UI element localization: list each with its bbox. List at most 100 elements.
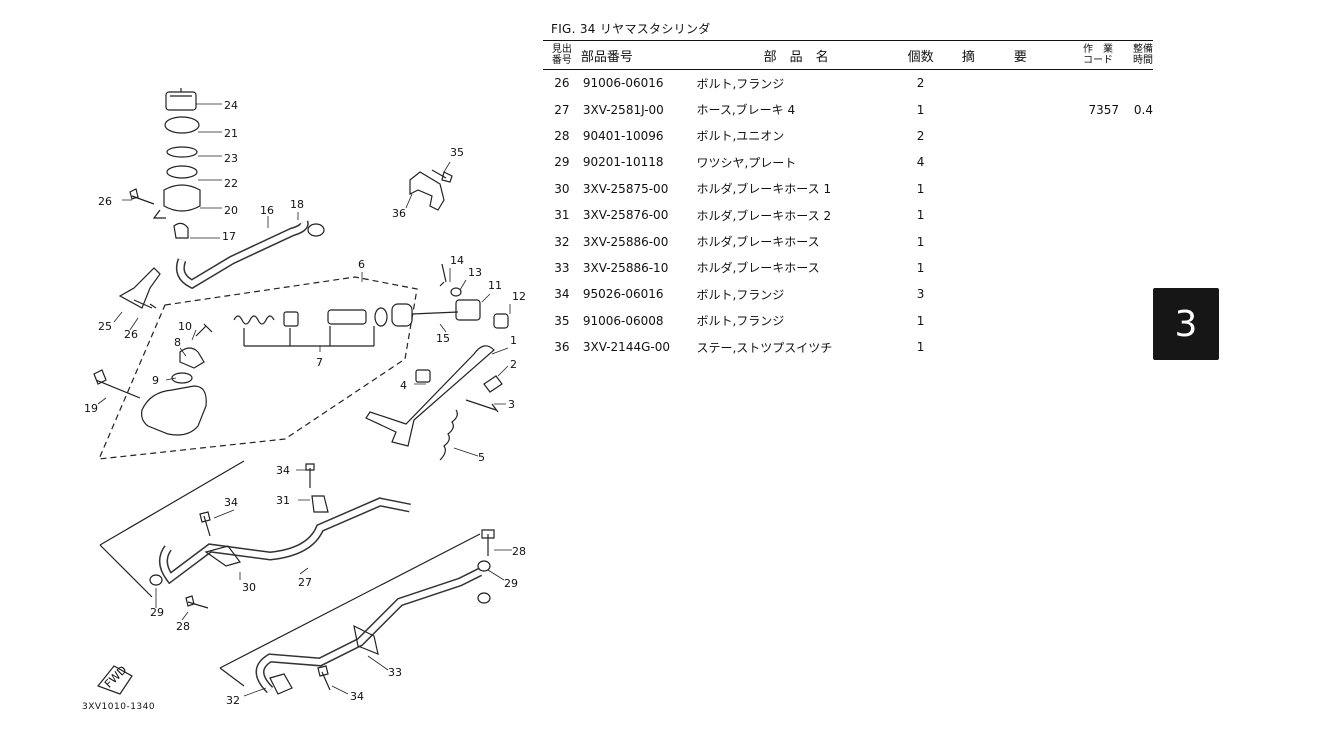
reservoir-plate [166,146,198,158]
cell-rem [945,334,1043,360]
holder-bolt-34a [305,463,315,488]
cell-rem [945,281,1043,307]
cell-pno: 3XV-25886-00 [582,234,669,249]
header-labor-time: 整備 時間 [1119,40,1153,70]
callout-28b: 28 [176,620,190,633]
return-spring [439,409,458,461]
header-qty: 個数 [895,40,946,70]
bracket-lines [243,326,375,347]
link-lines [99,460,481,687]
cell-name: ホルダ,ブレーキホース 2 [696,208,832,223]
cell-num: 26 [554,76,570,91]
callout-12: 12 [512,290,526,303]
callout-1: 1 [510,334,517,347]
callout-3: 3 [508,398,515,411]
washer-29a [149,574,163,586]
callout-29a: 29 [504,577,518,590]
callout-7: 7 [316,356,323,369]
stay-bolt [431,169,453,183]
clevis-washer [450,287,462,297]
callout-35: 35 [450,146,464,159]
callout-28a: 28 [512,545,526,558]
cell-name: ボルト,フランジ [696,76,785,91]
reservoir-bracket [118,267,161,309]
header-part-name: 部 品 名 [696,40,896,70]
cell-rem [945,228,1043,254]
cell-time [1119,202,1153,228]
cell-num: 30 [554,181,570,196]
callout-2: 2 [510,358,517,371]
header-work-code: 作 業 コード [1043,40,1120,70]
hose-holder-30 [204,545,242,567]
cell-pno: 3XV-2144G-00 [582,340,670,355]
cell-pno: 3XV-25886-10 [582,260,669,275]
cell-num: 34 [554,287,570,302]
reservoir-seal [166,165,198,179]
table-row: 34 95026-06016 ボルト,フランジ 3 [543,281,1153,307]
cell-time [1119,149,1153,175]
cell-num: 32 [554,234,570,249]
cell-time [1119,228,1153,254]
assembly-outline [98,276,418,460]
parts-table: 見出 番号 部品番号 部 品 名 個数 摘 要 作 業 コード 整備 時間 26… [543,40,1153,360]
callout-34a: 34 [276,464,290,477]
callout-21: 21 [224,127,238,140]
hose-holder-32 [269,673,293,695]
cell-num: 29 [554,155,570,170]
callout-36: 36 [392,207,406,220]
fwd-arrow [97,665,133,695]
header-ref-no: 見出 番号 [543,40,581,70]
cell-name: ワツシヤ,プレート [696,155,797,170]
cell-rem [945,149,1043,175]
callout-19: 19 [84,402,98,415]
header-remarks: 摘 要 [945,40,1044,70]
cell-pno: 91006-06016 [582,76,664,91]
callout-25: 25 [98,320,112,333]
cell-code [1043,281,1119,307]
callout-4: 4 [400,379,407,392]
callout-6: 6 [358,258,365,271]
cell-time: 0.4 [1133,102,1153,117]
table-row: 26 91006-06016 ボルト,フランジ 2 [543,70,1153,97]
pedal-washer [483,375,503,393]
reservoir-joint [173,222,189,239]
callout-34b: 34 [224,496,238,509]
pedal-nut [415,369,431,383]
cell-qty: 2 [916,76,925,91]
callout-5: 5 [478,451,485,464]
figure-title: FIG. 34 リヤマスタシリンダ [551,22,711,36]
cell-rem [945,308,1043,334]
cell-name: ボルト,フランジ [696,287,785,302]
cell-code [1043,255,1119,281]
clevis [455,299,481,321]
callout-30: 30 [242,581,256,594]
callout-15: 15 [436,332,450,345]
reservoir-tank [152,184,201,219]
callout-16: 16 [260,204,274,217]
bolt-26-upper [129,188,155,205]
cell-name: ボルト,フランジ [696,314,785,329]
cell-pno: 3XV-25876-00 [582,208,669,223]
cell-num: 27 [554,102,570,117]
cell-num: 33 [554,260,570,275]
cell-num: 36 [554,340,570,355]
cell-code: 7357 [1088,102,1120,117]
callout-33: 33 [388,666,402,679]
callout-13: 13 [468,266,482,279]
clevis-pin [439,263,447,287]
cell-pno: 95026-06016 [582,287,664,302]
cell-name: ホルダ,ブレーキホース [696,235,820,250]
cell-time [1119,334,1153,360]
callout-8: 8 [174,336,181,349]
cell-name: ホルダ,ブレーキホース 1 [696,182,832,197]
cell-qty: 3 [916,287,925,302]
callout-31: 31 [276,494,290,507]
oring [171,372,193,384]
cell-time [1119,281,1153,307]
cotter-pin [493,313,509,329]
joint-bolt [195,323,213,337]
piston-cup [283,311,299,327]
